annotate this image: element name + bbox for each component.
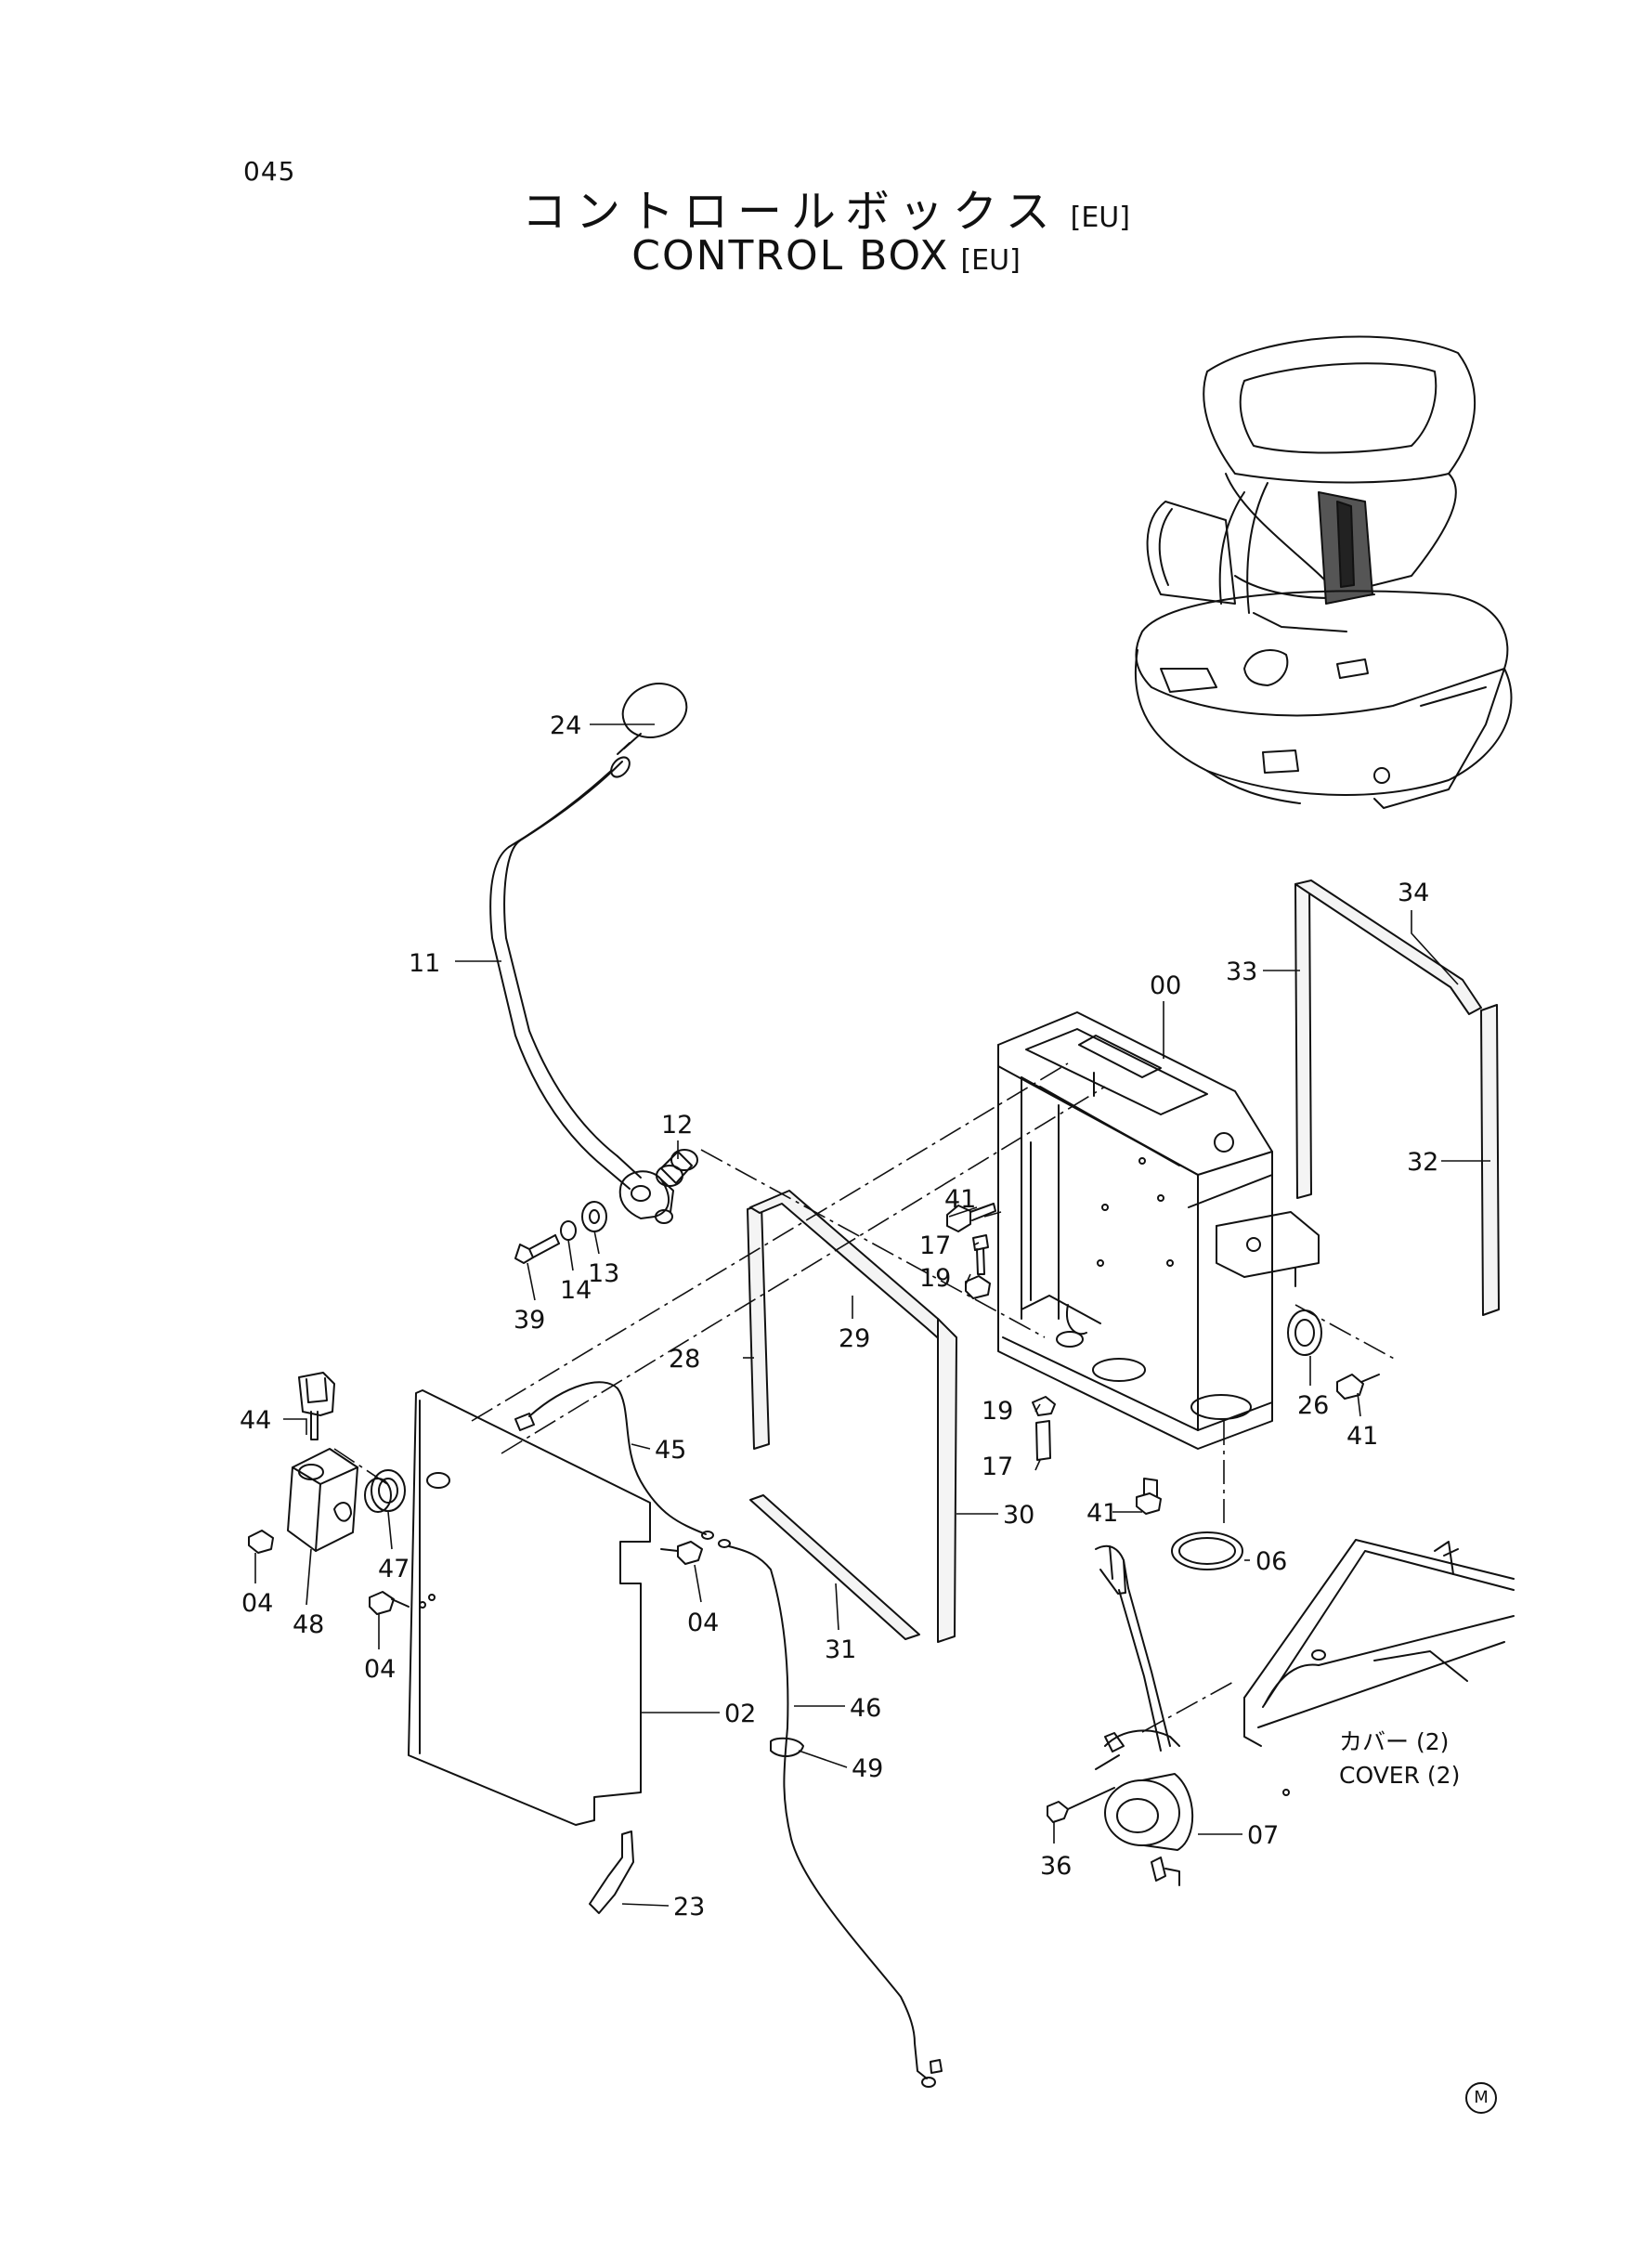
callout-39: 39 <box>514 1306 545 1335</box>
cover-bracket <box>1243 1539 1515 1796</box>
callout-04-left: 04 <box>241 1589 273 1618</box>
callout-19-lower: 19 <box>982 1397 1013 1426</box>
cover-note-en: COVER (2) <box>1339 1762 1461 1789</box>
page-number: 045 <box>243 156 296 187</box>
callout-30: 30 <box>1003 1501 1034 1530</box>
callout-49: 49 <box>852 1754 883 1783</box>
callout-29: 29 <box>839 1324 870 1353</box>
callout-14: 14 <box>560 1276 592 1305</box>
callout-41-lower: 41 <box>1086 1499 1118 1528</box>
callout-36: 36 <box>1040 1852 1072 1881</box>
callout-23: 23 <box>673 1893 705 1922</box>
callout-31: 31 <box>825 1635 856 1664</box>
callout-04-mid: 04 <box>364 1655 396 1684</box>
wiring-harness <box>514 1381 943 2088</box>
callout-07: 07 <box>1247 1821 1279 1850</box>
callout-33: 33 <box>1226 958 1257 986</box>
region-tag-en: [EU] <box>960 244 1021 277</box>
callout-labels: 24 11 12 13 14 39 00 34 33 32 41 17 19 2… <box>240 711 1438 1922</box>
cover-note-ja: カバー (2) <box>1339 1728 1450 1755</box>
assembly-guide-lines <box>333 1062 1398 1733</box>
callout-12: 12 <box>661 1111 693 1140</box>
fasteners-right <box>946 1203 1380 1570</box>
callout-11: 11 <box>409 949 440 978</box>
hose-23 <box>589 1831 634 1914</box>
left-cover-plate <box>408 1389 651 1826</box>
cover-note: カバー (2) COVER (2) <box>1339 1726 1460 1792</box>
callout-45: 45 <box>655 1436 686 1465</box>
callout-41-top: 41 <box>944 1185 976 1214</box>
machine-overview-illustration <box>1134 335 1513 809</box>
corner-mark: M <box>1465 2082 1497 2114</box>
title-english: CONTROL BOX [EU] <box>0 232 1652 280</box>
seal-strips <box>747 879 1500 1643</box>
callout-00: 00 <box>1150 971 1181 1000</box>
control-box-frame <box>997 1011 1320 1450</box>
callout-06: 06 <box>1255 1547 1287 1576</box>
region-tag-ja: [EU] <box>1070 202 1130 234</box>
title-japanese-text: コントロールボックス <box>522 186 1060 238</box>
callout-47: 47 <box>378 1555 410 1583</box>
lever-assembly <box>489 683 688 1224</box>
callout-04-right: 04 <box>687 1609 719 1637</box>
callout-34: 34 <box>1398 879 1429 907</box>
callout-41-right: 41 <box>1346 1422 1378 1451</box>
callout-44: 44 <box>240 1406 271 1435</box>
callout-02: 02 <box>724 1700 756 1728</box>
callout-17-top: 17 <box>919 1231 951 1260</box>
title-japanese: コントロールボックス [EU] <box>0 175 1652 240</box>
switch-assembly <box>248 1372 406 1554</box>
callout-32: 32 <box>1407 1148 1438 1177</box>
callout-48: 48 <box>293 1610 324 1639</box>
callout-28: 28 <box>669 1345 700 1374</box>
bolts-04 <box>369 1541 703 1615</box>
bushing-and-washers <box>514 1149 698 1264</box>
callout-17-lower: 17 <box>982 1453 1013 1481</box>
leader-lines <box>254 723 1490 1907</box>
callout-46: 46 <box>850 1694 881 1723</box>
callout-19-top: 19 <box>919 1264 951 1293</box>
callout-26: 26 <box>1297 1391 1329 1420</box>
callout-13: 13 <box>588 1259 619 1288</box>
title-english-text: CONTROL BOX <box>631 232 950 280</box>
dial-assembly <box>1047 1544 1194 1886</box>
callout-24: 24 <box>550 711 581 740</box>
